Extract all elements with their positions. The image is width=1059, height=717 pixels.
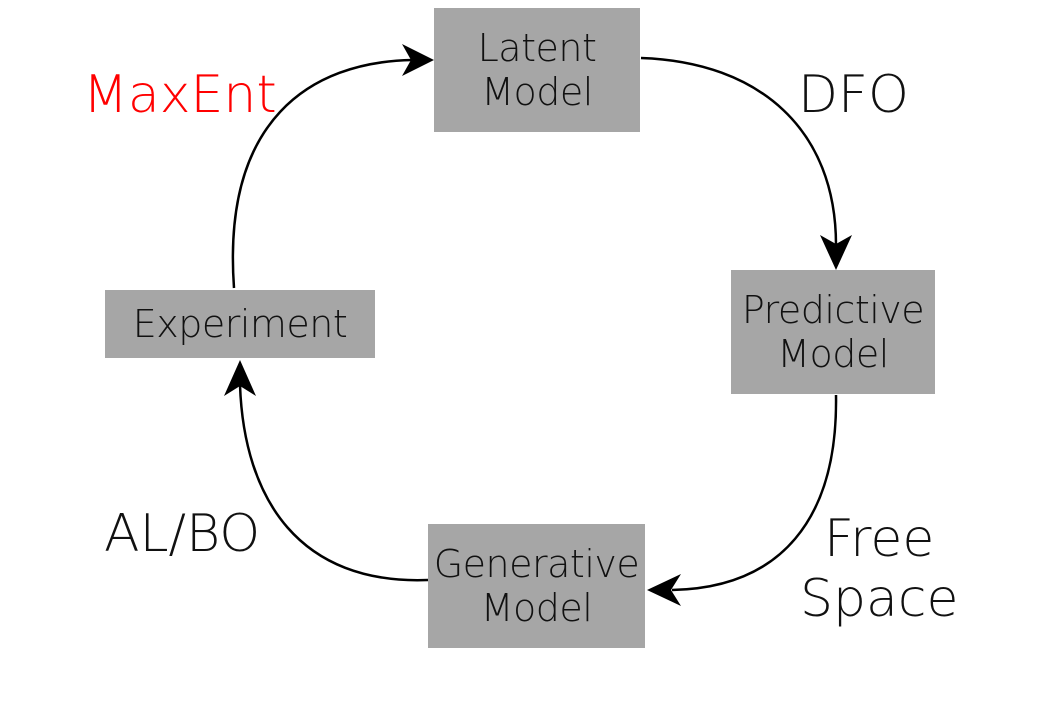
- free-space-line2: Space: [800, 568, 959, 629]
- generative-model-box: Generative Model: [428, 524, 645, 648]
- generative-model-line2: Model: [480, 586, 593, 630]
- arrow-generative-to-experiment: [238, 384, 429, 582]
- free-space-label: Free Space: [800, 509, 959, 630]
- arrow-experiment-to-latent: [231, 58, 413, 289]
- free-space-line1: Free: [824, 509, 935, 569]
- arrowhead-to-experiment: [224, 360, 256, 396]
- arrow-predictive-to-generative: [671, 394, 838, 592]
- latent-model-line1: Latent: [477, 25, 597, 70]
- al-bo-label: AL/BO: [104, 504, 261, 564]
- generative-model-line1: Generative: [433, 541, 640, 586]
- arrow-latent-to-predictive: [640, 56, 838, 246]
- latent-model-line2: Model: [481, 70, 593, 114]
- arrowhead-to-latent: [402, 44, 434, 76]
- dfo-label: DFO: [798, 65, 909, 125]
- experiment-label: Experiment: [132, 301, 348, 346]
- predictive-model-line1: Predictive: [741, 287, 925, 332]
- experiment-box: Experiment: [105, 290, 375, 358]
- predictive-model-line2: Model: [777, 332, 889, 376]
- latent-model-box: Latent Model: [434, 8, 640, 132]
- arrowhead-to-generative: [647, 574, 681, 606]
- predictive-model-box: Predictive Model: [731, 270, 935, 394]
- arrowhead-to-predictive: [820, 235, 852, 270]
- maxent-label: MaxEnt: [83, 65, 277, 125]
